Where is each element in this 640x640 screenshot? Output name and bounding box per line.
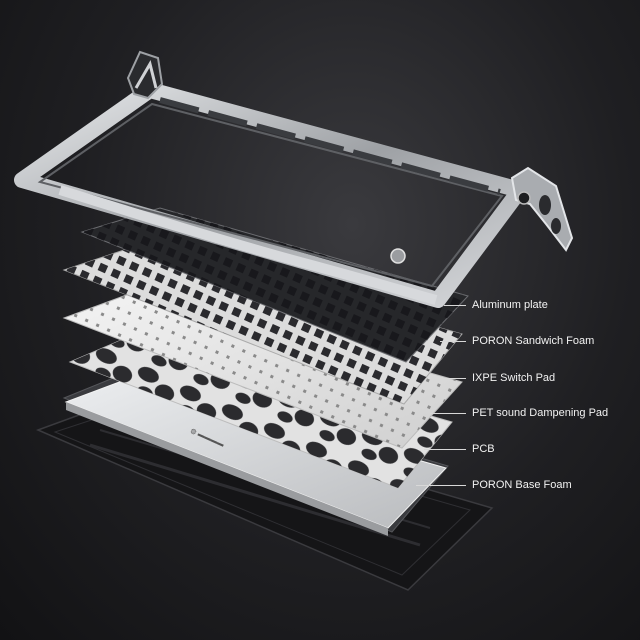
leader-line-pcb — [424, 449, 466, 450]
label-poron-sandwich-foam: PORON Sandwich Foam — [472, 335, 595, 347]
leader-line-pet-dampening-pad — [430, 413, 466, 414]
label-aluminum-plate: Aluminum plate — [472, 299, 548, 311]
poron-sandwich-foam-layer — [62, 243, 463, 405]
leader-line-ixpe-switch-pad — [436, 378, 466, 379]
right-handle-icon — [510, 166, 574, 252]
label-poron-base-foam: PORON Base Foam — [472, 479, 572, 491]
ixpe-switch-pad-layer — [62, 289, 463, 449]
leader-line-poron-base-foam — [416, 485, 466, 486]
leader-line-aluminum-plate — [444, 305, 466, 306]
left-handle-icon — [126, 50, 164, 100]
leader-line-poron-sandwich-foam — [440, 341, 466, 342]
label-pet-dampening-pad: PET sound Dampening Pad — [472, 407, 609, 419]
label-pcb: PCB — [472, 443, 495, 455]
label-ixpe-switch-pad: IXPE Switch Pad — [472, 372, 556, 384]
pcb-layer: ◍ ▬▬▬▬ — [64, 377, 447, 536]
pet-dampening-pad-layer — [68, 331, 453, 489]
